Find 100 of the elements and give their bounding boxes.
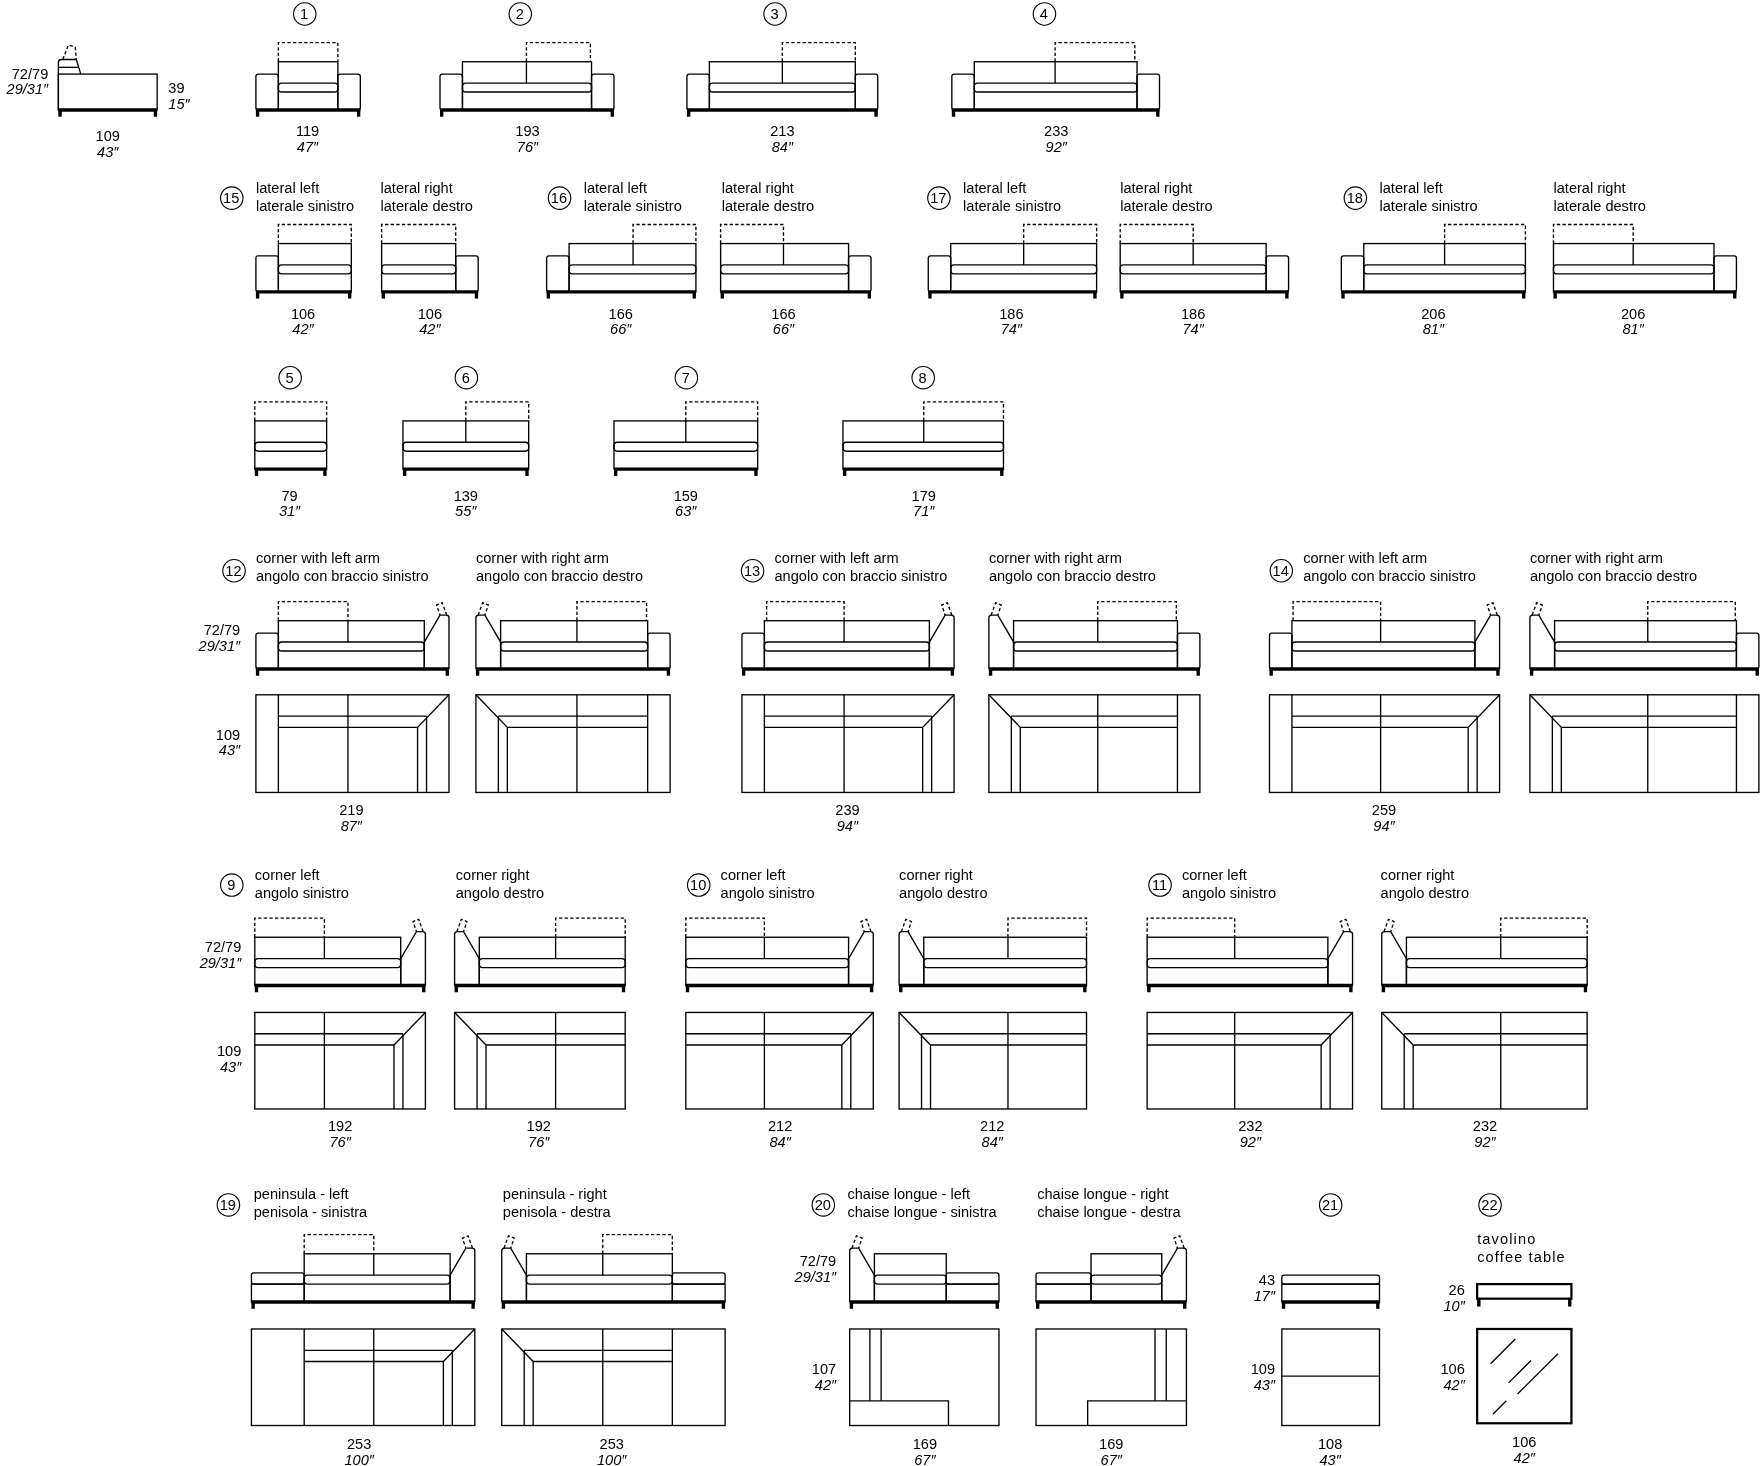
- dimension-label: 81″: [1422, 322, 1445, 338]
- dimension-label: 212: [767, 1119, 793, 1135]
- callout-number: 11: [1147, 872, 1172, 897]
- model-name: laterale destro: [1120, 198, 1213, 215]
- dimension-label: 47″: [296, 139, 319, 155]
- dimension-label: 94″: [1373, 818, 1395, 834]
- model-name: angolo con braccio destro: [988, 569, 1156, 585]
- model-name: corner right: [1380, 867, 1455, 884]
- model-name: penisola - destra: [502, 1204, 611, 1221]
- callout-number: 2: [507, 1, 532, 26]
- model-name: laterale destro: [721, 198, 815, 215]
- dimension-label: 106: [417, 306, 443, 323]
- dimension-label: 39: [168, 80, 185, 97]
- dimension-label: 10″: [1443, 1298, 1465, 1315]
- model-name: corner with left arm: [255, 551, 380, 567]
- callout-number: 5: [277, 365, 302, 389]
- dimension-label: 42″: [1513, 1450, 1535, 1466]
- dimension-label: 253: [599, 1436, 624, 1453]
- product-name: coffee table: [1477, 1249, 1566, 1265]
- callout-number: 13: [740, 558, 764, 582]
- dimension-label: 72/79: [204, 939, 242, 956]
- dimension-label: 87″: [340, 818, 363, 834]
- model-name: angolo destro: [1380, 885, 1470, 902]
- model-name: angolo destro: [899, 885, 988, 902]
- model-name: lateral left: [1379, 180, 1443, 197]
- dimension-label: 29/31″: [6, 81, 49, 98]
- dimension-label: 76″: [516, 139, 539, 155]
- dimension-label: 15″: [168, 96, 190, 113]
- dimension-label: 106: [1512, 1434, 1537, 1451]
- dimension-label: 81″: [1622, 322, 1644, 338]
- model-name: angolo sinistro: [720, 885, 815, 902]
- model-name: corner with right arm: [1529, 551, 1663, 567]
- dimension-label: 100″: [597, 1452, 627, 1466]
- model-name: lateral left: [583, 180, 647, 197]
- dimension-label: 109: [1250, 1361, 1276, 1378]
- model-name: laterale sinistro: [583, 198, 682, 215]
- callout-number: 10: [686, 872, 710, 897]
- model-name: chaise longue - right: [1037, 1186, 1169, 1203]
- dimension-label: 71″: [913, 504, 935, 520]
- dimension-label: 193: [515, 123, 540, 140]
- dimension-label: 84″: [769, 1134, 791, 1151]
- dimension-label: 42″: [814, 1377, 837, 1393]
- dimension-label: 42″: [1443, 1377, 1465, 1393]
- dimension-label: 109: [215, 727, 241, 744]
- model-name: angolo con braccio destro: [475, 569, 643, 585]
- dimension-label: 26: [1448, 1282, 1465, 1299]
- model-name: lateral left: [963, 180, 1027, 197]
- callout-number: 22: [1477, 1192, 1502, 1217]
- dimension-label: 233: [1044, 123, 1069, 140]
- model-name: angolo con braccio sinistro: [1303, 569, 1476, 585]
- dimension-label: 72/79: [11, 66, 49, 82]
- model-name: lateral right: [1120, 180, 1193, 197]
- dimension-label: 213: [770, 123, 795, 140]
- dimension-label: 192: [327, 1119, 353, 1135]
- dimension-label: 42″: [419, 322, 441, 338]
- model-name: corner with left arm: [1303, 551, 1428, 567]
- dimension-label: 79: [281, 488, 298, 504]
- model-name: corner right: [455, 867, 530, 884]
- dimension-label: 67″: [914, 1452, 936, 1466]
- model-name: lateral right: [1553, 180, 1626, 197]
- dimension-label: 17″: [1253, 1288, 1276, 1305]
- dimension-label: 43″: [1253, 1377, 1276, 1393]
- dimension-label: 63″: [675, 504, 697, 520]
- callout-number: 12: [221, 558, 246, 582]
- callout-number: 7: [674, 365, 698, 389]
- callout-number: 9: [219, 872, 243, 897]
- dimension-label: 43″: [1319, 1452, 1341, 1466]
- dimension-label: 67″: [1100, 1452, 1122, 1466]
- model-name: corner right: [899, 867, 973, 884]
- dimension-label: 76″: [528, 1134, 550, 1151]
- model-name: corner left: [720, 867, 786, 884]
- dimension-label: 42″: [292, 322, 314, 338]
- dimension-label: 29/31″: [794, 1269, 837, 1286]
- dimension-label: 259: [1371, 802, 1397, 819]
- model-name: angolo con braccio sinistro: [255, 569, 429, 585]
- model-name: penisola - sinistra: [253, 1204, 368, 1221]
- dimension-label: 74″: [1182, 322, 1204, 338]
- model-name: laterale sinistro: [255, 198, 355, 215]
- callout-number: 20: [810, 1192, 835, 1217]
- callout-number: 19: [216, 1192, 240, 1217]
- dimension-label: 179: [911, 488, 936, 504]
- dimension-label: 31″: [278, 504, 301, 520]
- model-name: chaise longue - left: [847, 1186, 970, 1203]
- dimension-label: 43″: [97, 144, 119, 161]
- callout-number: 3: [762, 1, 787, 26]
- model-name: peninsula - left: [253, 1186, 349, 1203]
- dimension-label: 76″: [329, 1134, 351, 1151]
- dimension-label: 108: [1317, 1436, 1343, 1453]
- dimension-label: 100″: [344, 1452, 374, 1466]
- model-name: angolo sinistro: [254, 885, 349, 902]
- model-name: corner left: [1181, 867, 1247, 884]
- model-name: laterale sinistro: [963, 198, 1062, 215]
- model-name: laterale destro: [1553, 198, 1646, 215]
- dimension-label: 232: [1472, 1119, 1498, 1135]
- dimension-label: 92″: [1239, 1134, 1262, 1151]
- dimension-label: 166: [771, 306, 796, 323]
- dimension-label: 139: [453, 488, 478, 504]
- dimension-label: 106: [290, 306, 316, 323]
- model-name: angolo con braccio destro: [1529, 569, 1697, 585]
- callout-number: 18: [1343, 185, 1367, 210]
